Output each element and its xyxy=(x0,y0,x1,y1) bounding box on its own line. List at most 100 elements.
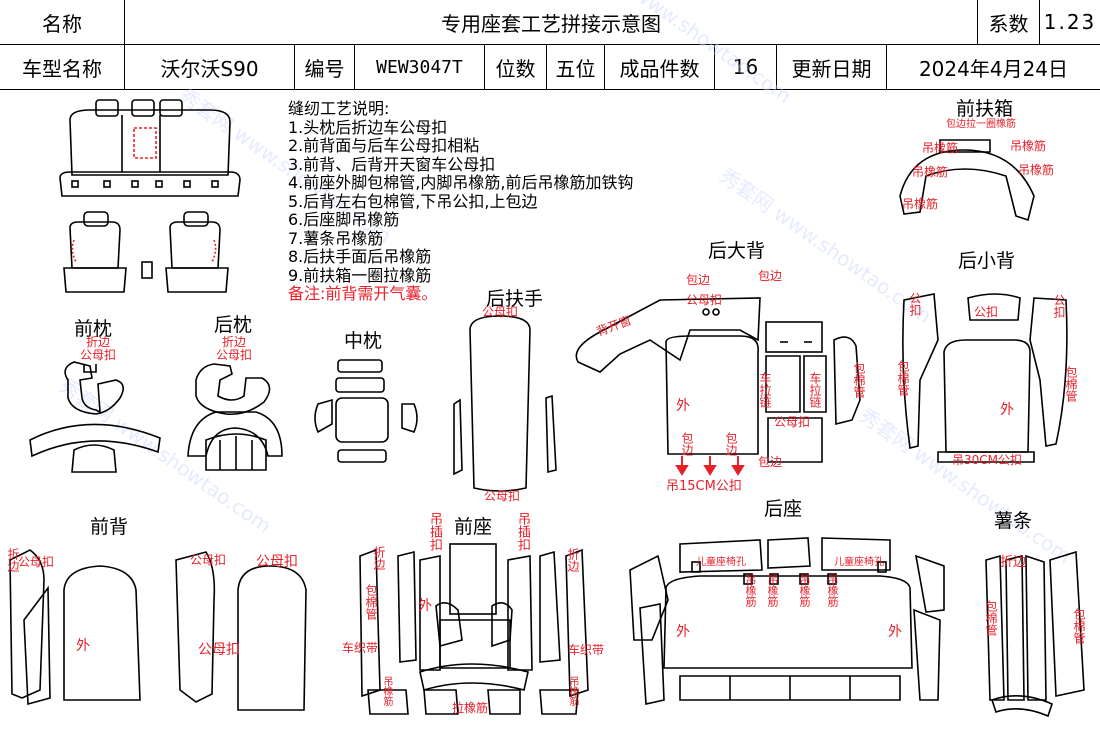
header-row-2: 车型名称 沃尔沃S90 编号 WEW3047T 位数 五位 成品件数 16 更新… xyxy=(0,45,1100,90)
annot-wrap-tube: 包棉管 xyxy=(364,584,378,620)
header-table: 名称 专用座套工艺拼接示意图 系数 1.23 车型名称 沃尔沃S90 编号 WE… xyxy=(0,0,1100,90)
note-item: 1.头枕后折边车公母扣 xyxy=(288,117,448,137)
mid-pillow-pattern xyxy=(314,359,418,463)
fries-pattern xyxy=(985,550,1085,718)
rear-seat-overview xyxy=(59,99,241,197)
annot-wrap-tube: 包棉管 xyxy=(984,600,998,636)
annot-hang-rubber: 吊橡筋 xyxy=(1018,163,1055,177)
annot-male-female: 公母扣 xyxy=(482,305,519,319)
front-armbox-pattern xyxy=(899,139,1035,222)
annot-hang-rubber: 吊橡筋 xyxy=(744,574,757,607)
annot-pull-rubber: 拉橡筋 xyxy=(452,701,489,715)
annot-male-female: 公母扣 xyxy=(774,415,811,429)
note-item: 9.前扶箱一圈拉橡筋 xyxy=(288,265,432,285)
seat-value: 五位 xyxy=(547,45,605,89)
sewing-notes: 缝纫工艺说明: 1.头枕后折边车公母扣 2.前背面与后车公母扣相粘 3.前背、后… xyxy=(288,99,634,304)
header-row-1: 名称 专用座套工艺拼接示意图 系数 1.23 xyxy=(0,0,1100,45)
annot-car-strap: 车织带 xyxy=(342,641,379,655)
annot-male-female: 公母扣 xyxy=(190,553,227,567)
annot-armbox-edge: 包边拉一圈橡筋 xyxy=(946,119,1016,130)
rear-seat-pattern xyxy=(629,537,945,705)
annot-fold: 折边 xyxy=(566,548,580,572)
annot-wrap-edge: 包边 xyxy=(680,432,694,456)
annot-male-female: 公母扣 xyxy=(686,293,723,307)
annot-child-seat: 儿童座椅孔 xyxy=(696,557,746,568)
section-front-back: 前背 xyxy=(90,516,129,538)
annot-male-female: 公母扣 xyxy=(256,554,298,570)
code-label: 编号 xyxy=(295,45,355,89)
annot-male: 公扣 xyxy=(908,292,922,316)
front-back-pattern xyxy=(9,549,307,711)
annot-hang15: 吊15CM公扣 xyxy=(666,479,742,494)
annot-outer: 外 xyxy=(888,624,902,640)
annot-hang-rubber: 吊橡筋 xyxy=(798,574,811,607)
note-item: 4.前座外脚包棉管,内脚吊橡筋,前后吊橡筋加铁钩 xyxy=(288,173,634,192)
note-item: 8.后扶手面后吊橡筋 xyxy=(288,247,432,266)
annot-hang-rubber: 吊橡筋 xyxy=(922,141,959,155)
annot-wrap-edge: 包边 xyxy=(758,269,783,283)
front-pillow-pattern xyxy=(29,361,161,473)
model-label: 车型名称 xyxy=(0,45,125,89)
annot-male-female: 公母扣 xyxy=(198,642,240,658)
annot-fold: 折边 xyxy=(1000,555,1027,570)
annot-wrap-edge: 包边 xyxy=(686,273,711,287)
section-rear-small-back: 后小背 xyxy=(958,250,1016,272)
annot-zip: 车拉链 xyxy=(808,372,822,408)
annot-outer: 外 xyxy=(76,638,90,654)
section-rear-pillow: 后枕 xyxy=(214,314,253,336)
annot-zip: 车拉链 xyxy=(758,372,772,408)
annot-hang-rubber: 吊橡筋 xyxy=(1010,139,1047,153)
hang-arrows xyxy=(675,456,745,476)
coef-value: 1.23 xyxy=(1043,10,1097,34)
note-item: 7.薯条吊橡筋 xyxy=(288,228,384,248)
annot-outer: 外 xyxy=(1000,402,1014,418)
page-title: 专用座套工艺拼接示意图 xyxy=(125,0,978,44)
section-rear-armrest: 后扶手 xyxy=(486,288,544,310)
annot-fold: 折边 xyxy=(372,546,386,570)
seat-label: 位数 xyxy=(485,45,547,89)
annot-wrap-edge: 包边 xyxy=(758,455,783,469)
annot-wrap-tube: 包棉管 xyxy=(852,362,866,398)
rear-pillow-pattern xyxy=(187,363,283,471)
date-value: 2024年4月24日 xyxy=(918,56,1069,81)
annot-hang-rubber: 吊橡筋 xyxy=(567,676,578,706)
annot-wrap-tube: 包棉管 xyxy=(1072,608,1086,644)
annot-car-strap: 车织带 xyxy=(568,643,605,657)
section-front-armbox: 前扶箱 xyxy=(956,98,1014,120)
section-front-pillow: 前枕 xyxy=(74,318,113,340)
annot-outer: 外 xyxy=(676,624,690,640)
model-value: 沃尔沃S90 xyxy=(125,45,295,89)
annot-wrap-tube: 包棉管 xyxy=(1064,366,1078,402)
rear-armrest-pattern xyxy=(453,315,557,492)
rear-small-back-pattern xyxy=(902,293,1068,463)
code-value: WEW3047T xyxy=(355,45,485,89)
section-front-seat: 前座 xyxy=(454,516,493,538)
annot-male-female: 公母扣 xyxy=(18,555,55,569)
note-item: 3.前背、后背开天窗车公母扣 xyxy=(288,154,496,174)
annot-hang-rubber: 吊橡筋 xyxy=(381,676,392,706)
pieces-value: 16 xyxy=(715,45,777,89)
note-item: 2.前背面与后车公母扣相粘 xyxy=(288,136,480,155)
notes-remark: 备注:前背需开气囊。 xyxy=(288,284,438,303)
annot-fold: 折边公母扣 xyxy=(216,335,253,362)
annot-outer: 外 xyxy=(418,598,432,614)
front-seats-overview xyxy=(63,211,229,293)
section-rear-big-back: 后大背 xyxy=(708,240,766,262)
section-fries: 薯条 xyxy=(994,510,1033,532)
annot-male: 公扣 xyxy=(1052,294,1066,318)
annot-hang-rubber: 吊橡筋 xyxy=(902,197,939,211)
annot-hang-insert: 吊插扣 xyxy=(515,512,530,551)
annot-outer: 外 xyxy=(676,398,690,414)
annot-child-seat: 儿童座椅孔 xyxy=(834,557,884,568)
annot-fold: 折边公母扣 xyxy=(80,335,117,362)
notes-title: 缝纫工艺说明: xyxy=(288,99,390,118)
pieces-label: 成品件数 xyxy=(605,45,715,89)
rear-big-back-pattern xyxy=(575,297,861,463)
annot-fold: 折边 xyxy=(6,548,20,572)
coef-label: 系数 xyxy=(978,0,1040,44)
annot-hang-insert: 吊插扣 xyxy=(427,512,442,551)
section-rear-seat: 后座 xyxy=(764,498,803,520)
annot-male: 公扣 xyxy=(974,305,999,319)
note-item: 5.后背左右包棉管,下吊公扣,上包边 xyxy=(288,191,538,211)
